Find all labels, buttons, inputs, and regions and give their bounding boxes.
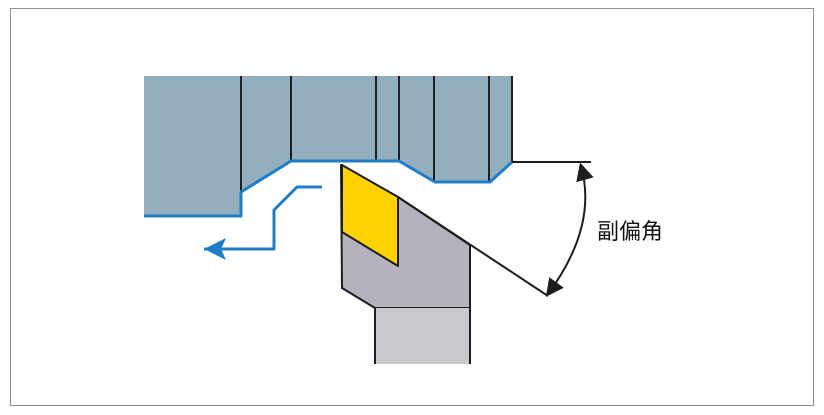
minor-cutting-edge-angle-label: 副偏角 [597, 220, 663, 245]
double-headed-arc-arrow-icon [545, 162, 594, 297]
workpiece-section-lines [240, 76, 513, 192]
workpiece-body [144, 76, 512, 216]
workpiece-edge-profile [144, 159, 514, 218]
cutting-insert [341, 164, 399, 267]
chip-flow-path [204, 185, 322, 251]
feed-arrow-icon [204, 238, 226, 260]
cutting-edge-extension-line [397, 196, 549, 297]
tool-shank [375, 308, 470, 364]
